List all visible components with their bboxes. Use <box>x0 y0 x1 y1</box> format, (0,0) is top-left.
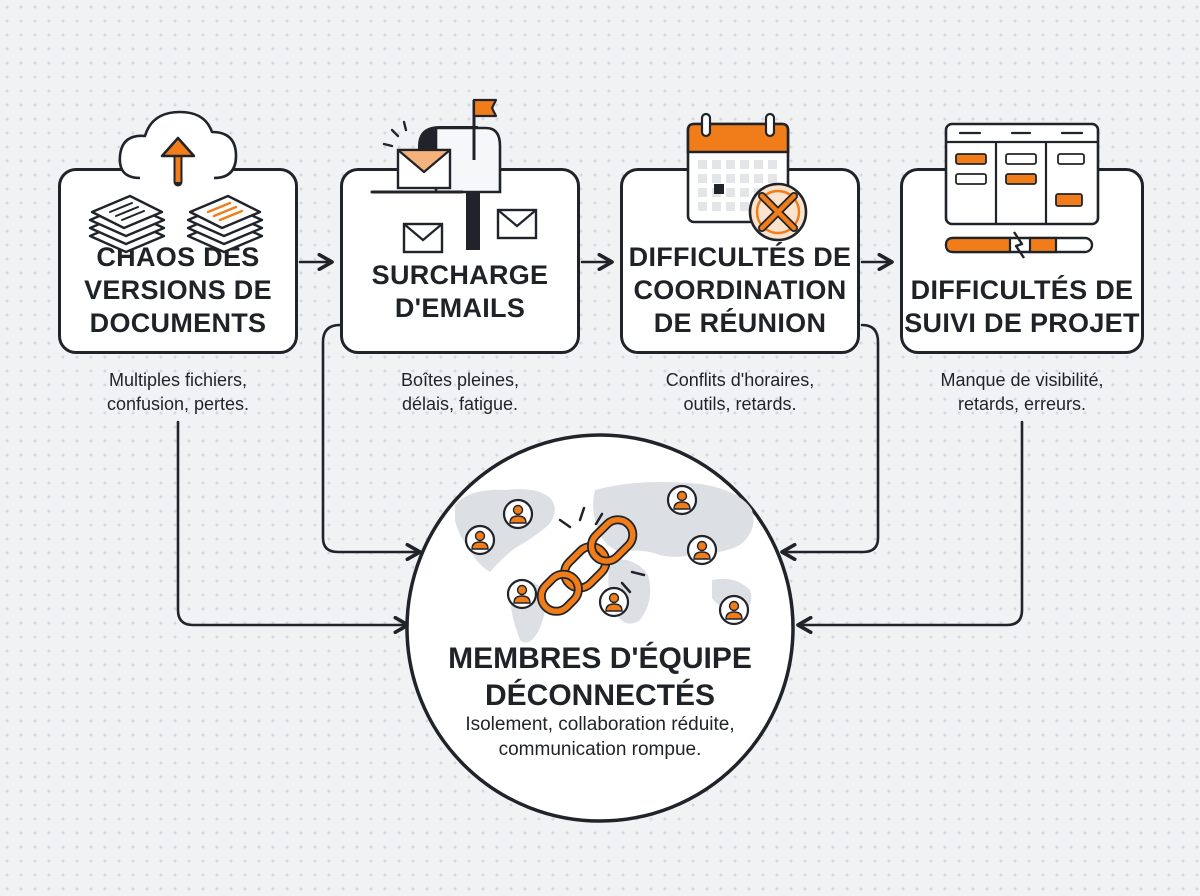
card-email-overload: SURCHARGE D'EMAILS <box>340 168 580 354</box>
card-description: Manque de visibilité, retards, erreurs. <box>940 370 1104 414</box>
card-description: Multiples fichiers, confusion, pertes. <box>106 370 250 414</box>
person-icon <box>598 586 630 618</box>
kanban-board-icon <box>944 122 1100 259</box>
calendar-conflict-icon <box>686 112 808 242</box>
card-project-tracking: DIFFICULTÉS DE SUIVI DE PROJET <box>900 168 1144 354</box>
person-icon <box>718 594 750 626</box>
line-card2-hub <box>321 323 422 562</box>
line-card1-hub <box>176 420 410 635</box>
card-title: DIFFICULTÉS DE COORDINATION DE RÉUNION <box>628 241 852 338</box>
person-icon <box>502 498 534 530</box>
person-icon <box>686 534 718 566</box>
card-title: CHAOS DES VERSIONS DE DOCUMENTS <box>84 241 272 338</box>
person-icon <box>506 578 538 610</box>
card-description: Boîtes pleines, délais, fatigue. <box>400 370 520 414</box>
person-icon <box>464 524 496 556</box>
card-title: SURCHARGE D'EMAILS <box>371 260 549 323</box>
line-card3-hub <box>780 323 880 562</box>
hub-title: MEMBRES D'ÉQUIPE DÉCONNECTÉS <box>448 642 752 712</box>
card-title: DIFFICULTÉS DE SUIVI DE PROJET <box>904 275 1140 338</box>
mailbox-icon <box>370 98 538 254</box>
line-card4-hub <box>796 420 1024 635</box>
documents-upload-icon <box>88 110 264 254</box>
card-description: Conflits d'horaires, outils, retards. <box>665 370 815 414</box>
hub-description: Isolement, collaboration réduite, commun… <box>465 714 735 760</box>
card-document-versions: CHAOS DES VERSIONS DE DOCUMENTS <box>58 168 298 354</box>
person-icon <box>666 484 698 516</box>
